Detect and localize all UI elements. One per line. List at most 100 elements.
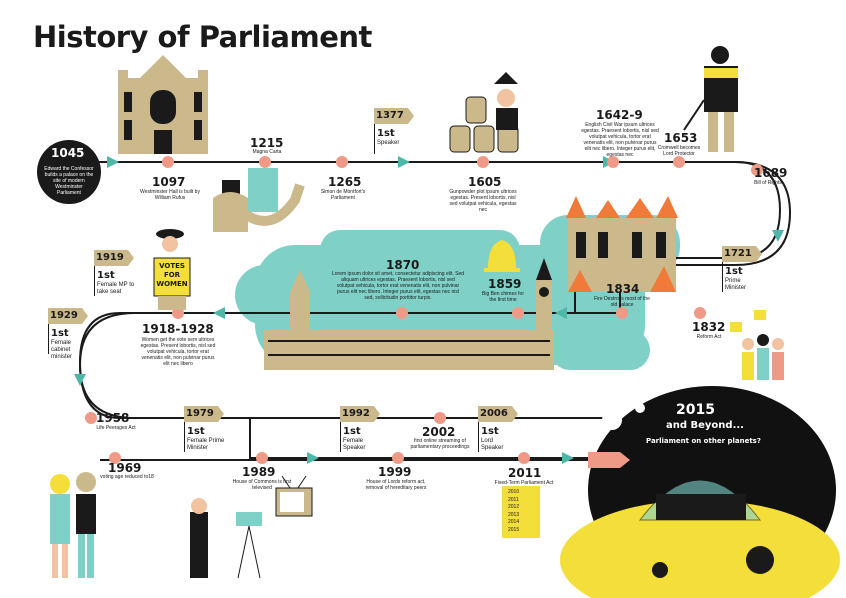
flag-text: Female MP to take seat <box>97 282 135 295</box>
flag-banner: 1979 <box>184 406 224 422</box>
flag-text: Speaker <box>377 140 400 146</box>
flag-first: 1st <box>377 128 395 139</box>
flag-year: 1979 <box>186 408 214 419</box>
event-year: 1918-1928 <box>142 322 214 336</box>
event-text: voting age reduced to18 <box>100 474 154 480</box>
houses-of-parliament-illustration <box>264 258 554 370</box>
flag-year: 1929 <box>50 310 78 321</box>
flag-pole <box>340 406 341 452</box>
gunpowder-plot-illustration <box>449 72 519 153</box>
event-text: Reform Act <box>696 334 722 340</box>
event-text: Lorem ipsum dolor sit amet, consectetur … <box>332 271 465 301</box>
flag-banner: 1721 <box>722 246 762 262</box>
event-year: 1999 <box>378 465 412 479</box>
sign-line: VOTES <box>159 262 185 270</box>
sign-line: FOR <box>163 271 181 279</box>
flag-year: 2006 <box>480 408 508 419</box>
checklist-item: 2010 <box>508 489 520 495</box>
event-year: 1834 <box>606 282 640 296</box>
flag-text: Prime Minister <box>725 278 747 291</box>
event-year: 2011 <box>508 466 542 480</box>
flag-1929: 1929 1st Female cabinet minister <box>48 308 88 360</box>
space-scene <box>560 386 840 598</box>
event-text: Big Ben chimes for the first time <box>482 291 524 303</box>
event-year: 1605 <box>468 175 502 189</box>
arrow-markers <box>74 156 784 464</box>
checklist-item: 2012 <box>508 504 520 510</box>
event-year: 1045 <box>51 146 85 160</box>
checklist-item: 2015 <box>508 526 520 533</box>
event-text: Cromwell becomes Lord Protector <box>657 145 701 157</box>
flag-year: 1992 <box>342 408 370 419</box>
event-year: 1989 <box>242 465 276 479</box>
event-dots <box>85 156 763 464</box>
event-text: Gunpowder plot ipsum ultrices egestas. P… <box>449 189 517 213</box>
flag-year: 1377 <box>376 110 404 121</box>
suffragette-illustration <box>153 229 191 310</box>
sixties-couple-illustration <box>50 472 96 578</box>
reform-protesters-illustration <box>730 310 784 380</box>
flag-pole <box>94 250 95 296</box>
checklist: 2010 2011 2012 2013 2014 2015 <box>508 489 519 534</box>
flag-pole <box>478 406 479 452</box>
future-year: 2015 <box>676 402 715 418</box>
event-text: House of Commons is first televised <box>232 479 292 491</box>
flag-text: Female Speaker <box>343 438 366 451</box>
event-year: 1653 <box>664 131 698 145</box>
burning-palace-illustration <box>566 196 678 292</box>
flag-1919: 1919 1st Female MP to take seat <box>94 250 134 296</box>
event-year: 1215 <box>250 136 284 150</box>
westminster-hall-illustration <box>118 55 208 154</box>
flag-first: 1st <box>187 426 205 437</box>
event-text: Simon de Montfort's Parliament <box>320 189 366 201</box>
checklist-item: 2014 <box>508 519 520 525</box>
event-text: Fire Destroys most of the old palace <box>594 296 650 308</box>
flag-text: Female cabinet minister <box>51 340 73 360</box>
flag-pole <box>374 108 375 154</box>
flag-banner: 1992 <box>340 406 380 422</box>
event-year: 2002 <box>422 425 456 439</box>
flag-1721: 1721 1st Prime Minister <box>722 246 762 292</box>
checklist-item: 2013 <box>508 511 520 518</box>
event-text: House of Lords reform act, removal of he… <box>365 479 427 491</box>
votes-for-women-sign: VOTES FOR WOMEN <box>156 262 188 289</box>
event-text: Westminster Hall is built by William Ruf… <box>140 189 200 201</box>
television-illustration <box>190 475 313 579</box>
event-1045-badge: 1045 Edward the Confessor builds a palac… <box>37 140 101 204</box>
flag-banner: 1919 <box>94 250 134 266</box>
event-year: 1859 <box>488 277 522 291</box>
event-year: 1689 <box>754 166 788 180</box>
event-year: 1832 <box>692 320 726 334</box>
event-year: 1097 <box>152 175 186 189</box>
flag-first: 1st <box>343 426 361 437</box>
flag-text: Female Prime Minister <box>187 438 225 451</box>
flag-year: 1919 <box>96 252 124 263</box>
event-text: Bill of Rights <box>754 180 782 186</box>
event-text: Women get the vote sem ultrices egestas.… <box>140 337 216 367</box>
page-title: History of Parliament <box>33 20 372 54</box>
event-year: 1265 <box>328 175 362 189</box>
event-year: 1958 <box>96 411 130 425</box>
flag-1979: 1979 1st Female Prime Minister <box>184 406 224 452</box>
flag-pole <box>48 308 49 354</box>
flag-first: 1st <box>725 266 743 277</box>
flag-1992: 1992 1st Female Speaker <box>340 406 380 452</box>
flag-banner: 1929 <box>48 308 88 324</box>
future-question: Parliament on other planets? <box>646 437 761 445</box>
checklist-item: 2011 <box>508 496 519 503</box>
flag-pole <box>722 246 723 292</box>
sign-line: WOMEN <box>156 280 188 288</box>
cromwell-illustration <box>683 46 738 152</box>
event-text: Fixed-Term Parliament Act <box>494 480 554 486</box>
event-text: Magna Carta <box>252 149 282 155</box>
event-text: Edward the Confessor builds a palace on … <box>44 166 94 196</box>
flag-pole <box>184 406 185 452</box>
flag-text: Lord Speaker <box>481 438 504 451</box>
flag-first: 1st <box>97 270 115 281</box>
flag-first: 1st <box>51 328 69 339</box>
flag-first: 1st <box>481 426 499 437</box>
future-subtitle: and Beyond... <box>666 420 744 431</box>
event-text: first online streaming of parliamentary … <box>410 438 470 450</box>
event-year: 1870 <box>386 258 420 272</box>
